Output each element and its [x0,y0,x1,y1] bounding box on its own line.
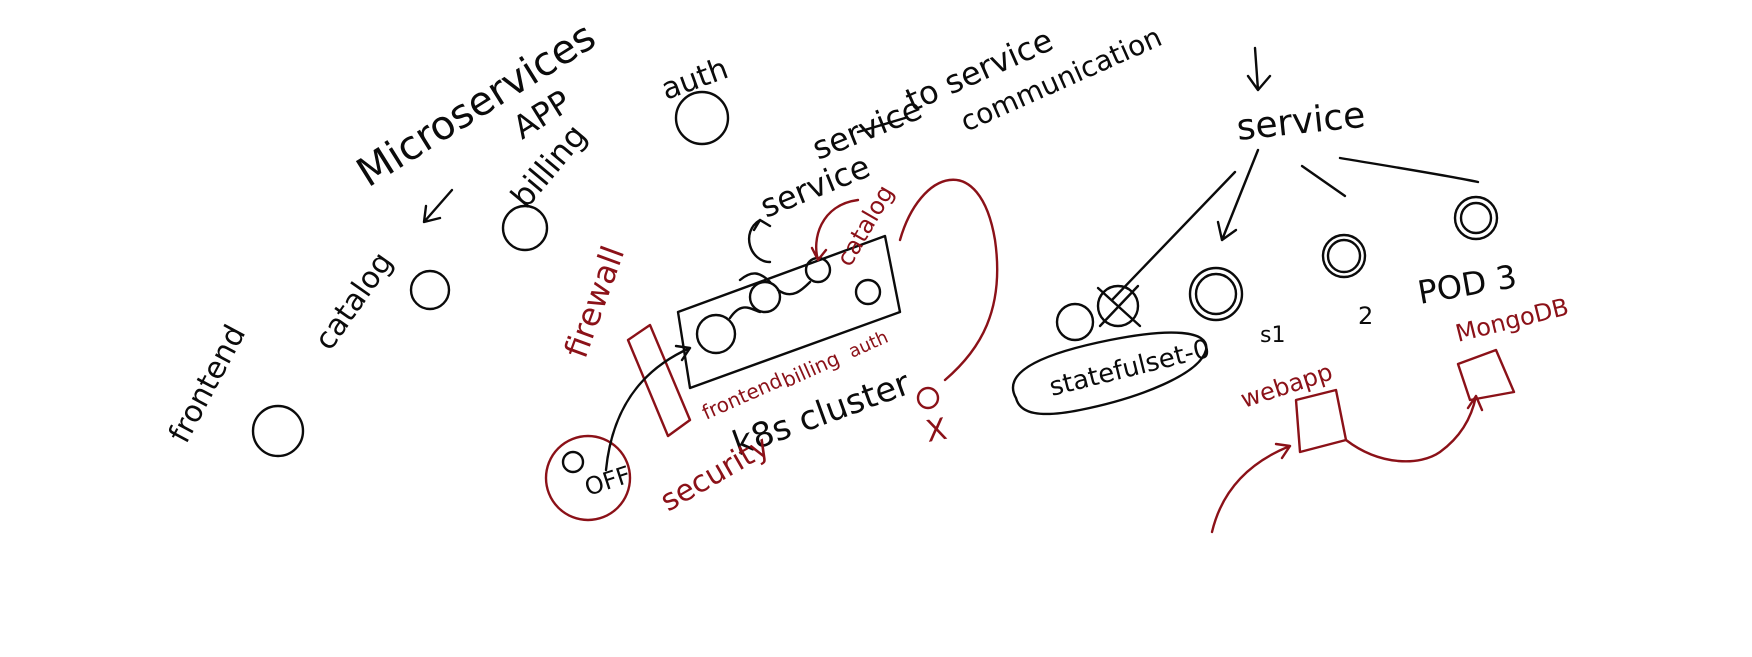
branch-2 [1216,148,1260,242]
incoming-arrow [1210,442,1292,534]
webapp-box [1294,388,1348,454]
arrow-catalog [422,188,454,224]
pod-3 [1453,195,1499,241]
microservices-group: Microservices APP auth billing catalog f… [162,13,733,458]
label-webapp: webapp [1237,358,1336,414]
cluster-pod-auth [854,278,882,306]
branch-3 [1300,164,1347,198]
pod-3-ring [1459,201,1493,235]
statefulset-group: service s1 2 POD 3 statefulset-0 webapp … [1011,46,1571,534]
service-communication-group: service to service communication [807,20,1167,167]
branch-1 [1110,170,1237,302]
service-loop-arrow [748,218,772,264]
cluster-box [676,234,902,390]
red-loop [898,178,999,382]
node-billing [501,204,549,252]
firewall-wall [626,323,692,438]
branch-4 [1338,156,1480,184]
x-ring [916,386,940,410]
pod-2 [1321,233,1367,279]
pod-1-ring [1194,272,1238,316]
down-arrow [1246,46,1272,92]
pod-links [728,272,812,320]
mongodb-box [1456,348,1516,402]
web-to-db [1344,394,1484,463]
label-x-mark: X [923,412,949,450]
label-cluster-auth: auth [845,327,891,363]
user-blob [544,434,632,522]
cluster-pod-frontend [695,313,737,355]
label-service-right: service [1235,95,1368,149]
user-head [561,450,585,474]
pod-2-ring [1326,238,1362,274]
connector-dash [856,116,907,134]
catalog-arrow [810,198,860,262]
pod-1 [1188,266,1244,322]
label-s1: s1 [1260,323,1285,348]
label-firewall: firewall [557,241,632,363]
user-arrow [604,344,692,472]
node-catalog [409,269,451,311]
k8s-cluster-group: service catalog frontend billing auth k8… [544,147,999,522]
label-frontend: frontend [162,319,253,448]
label-catalog: catalog [308,246,400,357]
label-pod3: POD 3 [1415,257,1520,312]
label-2: 2 [1358,302,1373,330]
node-auth [674,90,730,146]
label-security: security [655,429,776,519]
cluster-pod-billing [748,280,782,314]
node-frontend [251,404,305,458]
pod-0-cross [1096,284,1142,328]
pod-0b [1096,284,1140,328]
pod-0a [1055,302,1095,342]
statefulset-oval [1011,331,1208,416]
label-statefulset: statefulset-0 [1046,334,1213,403]
